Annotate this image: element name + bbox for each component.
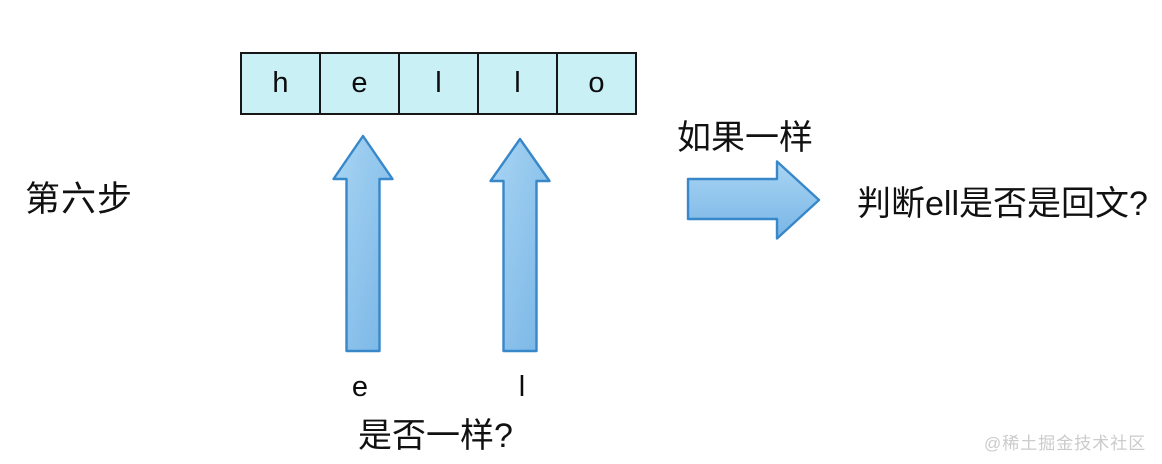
string-cell-row: h e l l o — [240, 52, 637, 115]
cell-e: e — [319, 54, 398, 113]
cell-l2: l — [477, 54, 556, 113]
pointer-label-e: e — [351, 371, 369, 403]
up-arrow-icon — [489, 137, 551, 353]
cell-o: o — [556, 54, 635, 113]
result-label: 判断ell是否是回文? — [857, 185, 1148, 223]
up-arrow-icon — [332, 134, 394, 353]
condition-label: 如果一样 — [677, 119, 813, 157]
watermark: @稀土掘金技术社区 — [984, 434, 1147, 453]
step-label: 第六步 — [25, 180, 134, 219]
right-arrow-icon — [686, 160, 821, 240]
cell-h: h — [272, 67, 289, 99]
question-label: 是否一样? — [358, 417, 513, 455]
cell-l1: l — [398, 54, 477, 113]
pointer-label-l: l — [518, 371, 526, 403]
